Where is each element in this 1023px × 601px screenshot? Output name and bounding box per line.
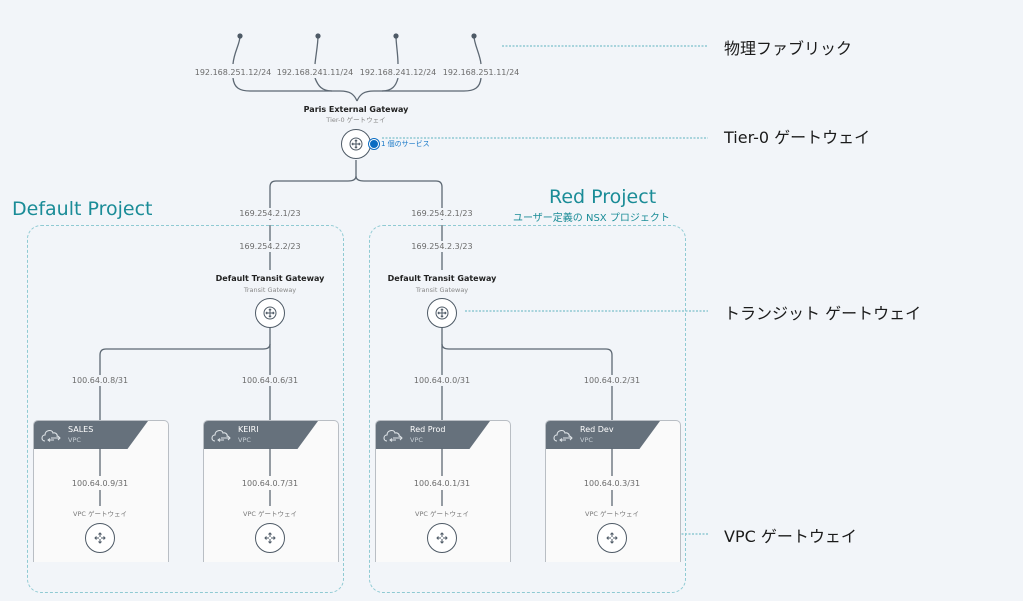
vpc-gateway-node[interactable] [255, 523, 285, 553]
move-arrows-icon [264, 532, 276, 544]
transit-gateway-ip: 169.254.2.3/23 [409, 241, 475, 252]
vpc-gateway-ip: 100.64.0.3/31 [581, 478, 643, 489]
vpc-type: VPC [238, 436, 251, 444]
vpc-uplink-ip: 100.64.0.0/31 [411, 375, 473, 386]
uplink-ip: 192.168.251.11/24 [440, 67, 522, 78]
vpc-gateway-ip: 100.64.0.7/31 [239, 478, 301, 489]
tier0-gateway-type: Tier-0 ゲートウェイ [326, 116, 386, 124]
transit-gateway-type: Transit Gateway [243, 286, 297, 294]
project-container-default [27, 225, 344, 593]
vpc-uplink-ip: 100.64.0.6/31 [239, 375, 301, 386]
vpc-type: VPC [580, 436, 593, 444]
move-arrows-icon [606, 532, 618, 544]
uplink-endpoint [315, 33, 321, 39]
vpc-uplink-ip: 100.64.0.2/31 [581, 375, 643, 386]
vpc-gateway-label: VPC ゲートウェイ [73, 510, 127, 518]
transit-gateway-name: Default Transit Gateway [387, 274, 497, 283]
vpc-gateway-node[interactable] [85, 523, 115, 553]
vpc-header: Red Dev VPC [546, 421, 660, 449]
vpc-name: SALES [68, 425, 94, 434]
vpc-gateway-node[interactable] [427, 523, 457, 553]
project-container-red [369, 225, 686, 593]
tier0-downlink-wire [269, 160, 357, 220]
cloud-vpc-icon [211, 430, 231, 442]
uplink-ip: 192.168.251.12/24 [192, 67, 274, 78]
vpc-name: KEIRI [238, 425, 259, 434]
uplink-endpoint [393, 33, 399, 39]
vpc-gateway-label: VPC ゲートウェイ [585, 510, 639, 518]
project-subtitle: ユーザー定義の NSX プロジェクト [513, 213, 670, 224]
legend-physical-fabric: 物理ファブリック [724, 39, 853, 58]
service-count-link[interactable]: 1 個のサービス [381, 140, 430, 148]
legend-vpc-gateway: VPC ゲートウェイ [724, 527, 857, 546]
uplink-endpoint [237, 33, 243, 39]
cloud-vpc-icon [41, 430, 61, 442]
cloud-vpc-icon [383, 430, 403, 442]
project-title: Red Project [549, 186, 657, 208]
legend-tier0-gateway: Tier-0 ゲートウェイ [724, 128, 871, 147]
project-title: Default Project [12, 198, 153, 220]
legend-transit-gateway: トランジット ゲートウェイ [724, 304, 922, 323]
vpc-uplink-ip: 100.64.0.8/31 [69, 375, 131, 386]
vpc-header: KEIRI VPC [204, 421, 318, 449]
move-arrows-icon [94, 532, 106, 544]
router-icon [349, 137, 363, 151]
uplink-ip: 192.168.241.11/24 [274, 67, 356, 78]
transit-gateway-ip: 169.254.2.2/23 [237, 241, 303, 252]
transit-gateway-type: Transit Gateway [415, 286, 469, 294]
vpc-type: VPC [68, 436, 81, 444]
tier0-gateway-name: Paris External Gateway [303, 105, 409, 114]
cloud-vpc-icon [553, 430, 573, 442]
vpc-header: SALES VPC [34, 421, 148, 449]
vpc-gateway-ip: 100.64.0.9/31 [69, 478, 131, 489]
project-uplink-ip: 169.254.2.1/23 [409, 208, 475, 219]
service-status-dot[interactable] [369, 139, 379, 149]
move-arrows-icon [436, 532, 448, 544]
vpc-name: Red Prod [410, 425, 446, 434]
vpc-gateway-label: VPC ゲートウェイ [243, 510, 297, 518]
transit-gateway-node[interactable] [427, 298, 457, 328]
tier0-gateway-node[interactable] [341, 129, 371, 159]
vpc-gateway-ip: 100.64.0.1/31 [411, 478, 473, 489]
router-icon [435, 306, 449, 320]
uplink-endpoint [471, 33, 477, 39]
vpc-header: Red Prod VPC [376, 421, 490, 449]
vpc-gateway-label: VPC ゲートウェイ [415, 510, 469, 518]
vpc-type: VPC [410, 436, 423, 444]
router-icon [263, 306, 277, 320]
transit-gateway-name: Default Transit Gateway [215, 274, 325, 283]
transit-gateway-node[interactable] [255, 298, 285, 328]
uplink-ip: 192.168.241.12/24 [357, 67, 439, 78]
project-uplink-ip: 169.254.2.1/23 [237, 208, 303, 219]
vpc-gateway-node[interactable] [597, 523, 627, 553]
vpc-name: Red Dev [580, 425, 614, 434]
